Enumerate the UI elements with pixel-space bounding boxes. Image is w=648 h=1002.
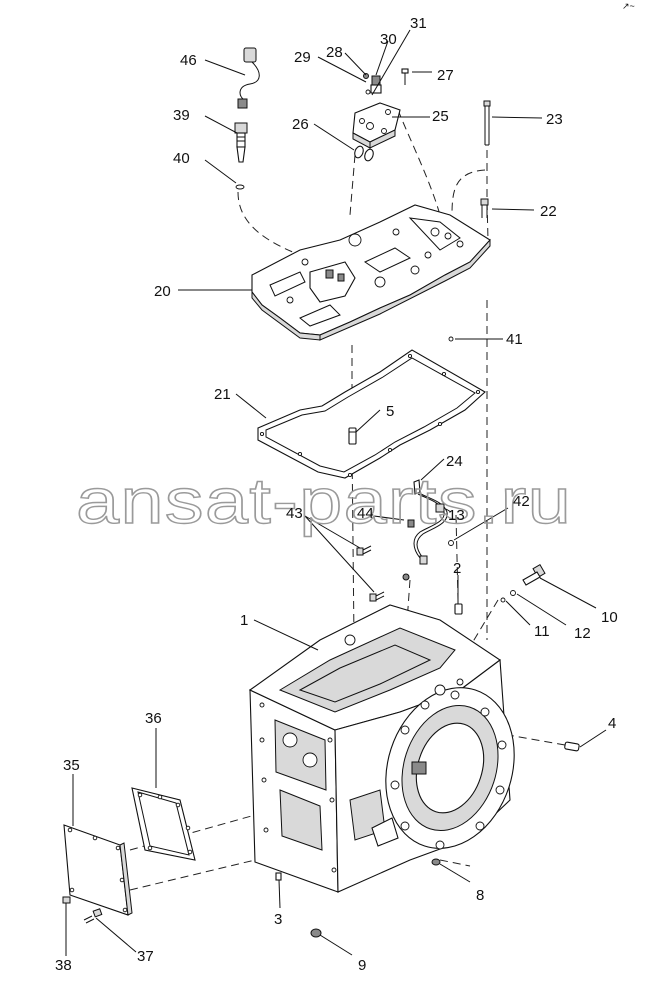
label-part-29: 29	[294, 49, 311, 66]
stud-part	[275, 872, 282, 881]
valve-plate-part	[251, 204, 491, 341]
side-cover-part	[63, 824, 133, 916]
label-part-5: 5	[386, 403, 394, 420]
transmission-housing-part	[248, 604, 515, 893]
label-part-22: 22	[540, 203, 557, 220]
banjo-bolt-part	[500, 563, 546, 603]
label-part-37: 37	[137, 948, 154, 965]
label-part-23: 23	[546, 111, 563, 128]
label-part-12: 12	[574, 625, 591, 642]
label-part-10: 10	[601, 609, 618, 626]
label-part-26: 26	[292, 116, 309, 133]
label-part-43: 43	[286, 505, 303, 522]
label-part-41: 41	[506, 331, 523, 348]
leader-lines	[65, 29, 607, 956]
label-part-11: 11	[534, 623, 550, 640]
label-part-4: 4	[608, 715, 616, 732]
label-part-27: 27	[437, 67, 454, 84]
label-part-20: 20	[154, 283, 171, 300]
oil-tube-part	[402, 479, 454, 581]
label-part-28: 28	[326, 44, 343, 61]
bottom-plug-part	[310, 928, 322, 938]
label-part-1: 1	[240, 612, 248, 629]
label-part-36: 36	[145, 710, 162, 727]
check-ball-part	[448, 336, 454, 342]
label-part-30: 30	[380, 31, 397, 48]
plug-part	[564, 741, 580, 752]
label-part-13: 13	[448, 507, 465, 524]
label-part-25: 25	[432, 108, 449, 125]
side-gasket-part	[131, 787, 196, 861]
corner-mark: ↗~	[622, 1, 635, 11]
drain-plug-part	[431, 858, 441, 866]
label-part-38: 38	[55, 957, 72, 974]
long-bolt-part	[483, 100, 491, 146]
temperature-sensor-part	[234, 122, 248, 190]
label-part-40: 40	[173, 150, 190, 167]
short-bolt-part	[480, 198, 489, 218]
cover-bolts-part	[62, 896, 103, 924]
sleeve-pin-part	[454, 603, 463, 615]
label-part-24: 24	[446, 453, 463, 470]
label-part-21: 21	[214, 386, 231, 403]
gasket-part	[257, 349, 486, 479]
label-part-8: 8	[476, 887, 484, 904]
watermark-text: ansat-parts.ru	[76, 465, 572, 537]
label-part-9: 9	[358, 957, 366, 974]
part-number-labels: 46 39 40 29 28 30 31 27 26 25 23 22 20 4…	[55, 15, 618, 974]
bolts-part	[356, 545, 385, 602]
label-part-39: 39	[173, 107, 190, 124]
label-part-44: 44	[357, 505, 374, 522]
label-part-42: 42	[513, 493, 530, 510]
label-part-35: 35	[63, 757, 80, 774]
wire-sensor-part	[237, 47, 260, 109]
dowel-pin-part	[348, 427, 357, 445]
label-part-46: 46	[180, 52, 197, 69]
label-part-2: 2	[453, 560, 461, 577]
label-part-31: 31	[410, 15, 427, 32]
label-part-3: 3	[274, 911, 282, 928]
